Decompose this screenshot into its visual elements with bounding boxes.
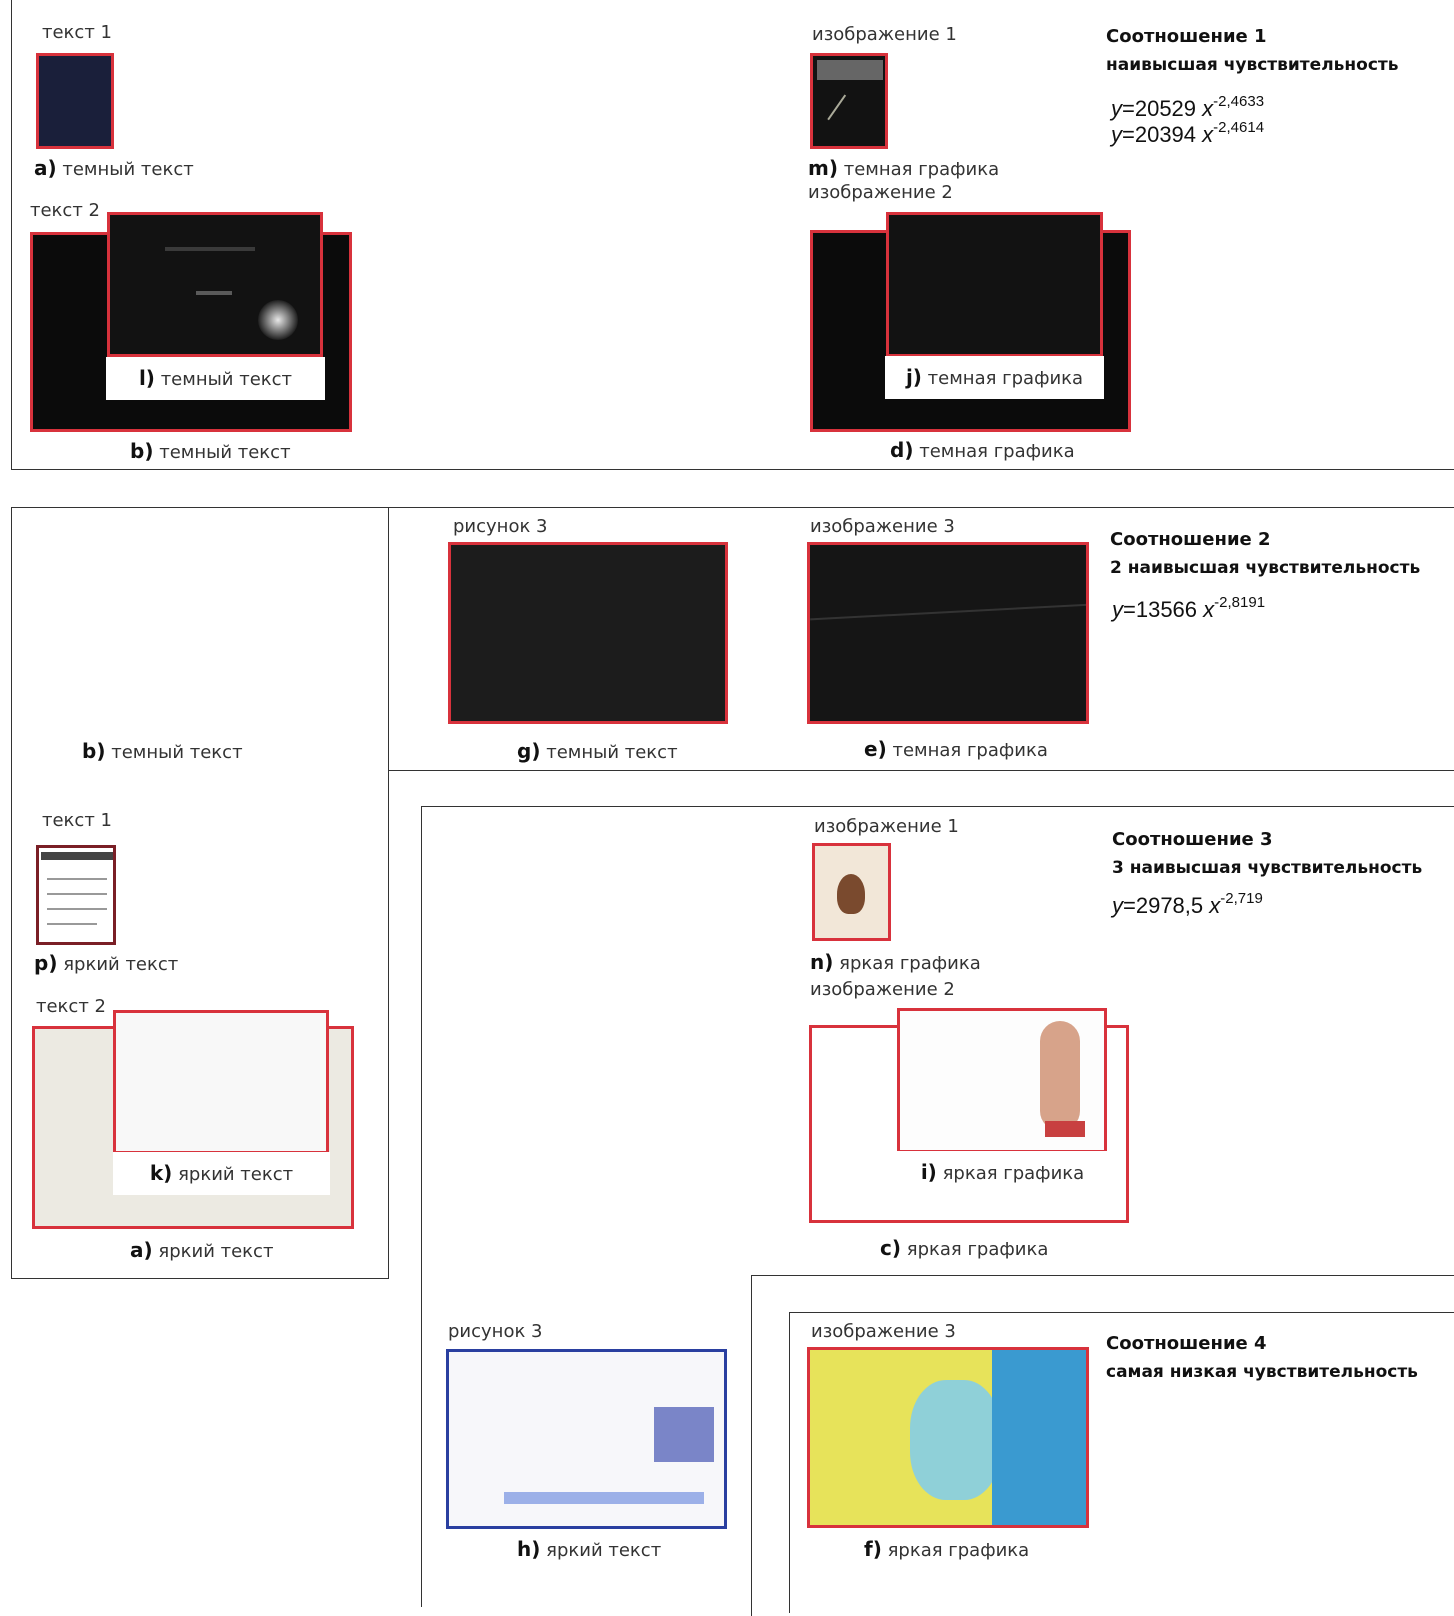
caption-e: e) темная графика xyxy=(864,737,1048,761)
caption-j: j) темная графика xyxy=(885,356,1104,399)
thumb-dark-graphic-j xyxy=(886,212,1103,357)
panel-ratio-3 xyxy=(421,806,1454,1607)
thumb-bright-graphic-i xyxy=(897,1008,1107,1153)
caption-c: c) яркая графика xyxy=(880,1236,1049,1260)
panel-divider-3 xyxy=(388,770,1454,771)
panel-ratio-2-left xyxy=(11,507,389,1279)
thumb-dark-graphic-e xyxy=(807,542,1089,724)
thumb-bright-text-k xyxy=(113,1010,329,1154)
figure-shape xyxy=(1040,1021,1080,1131)
ratio-1-subtitle: наивысшая чувствительность xyxy=(1106,55,1399,75)
caption-f: f) яркая графика xyxy=(864,1537,1030,1561)
thumb-header xyxy=(41,852,113,860)
ratio-4-title: Соотношение 4 xyxy=(1106,1333,1267,1354)
glow-dot xyxy=(258,300,298,340)
streak xyxy=(810,603,1086,621)
label-image3: изображение 3 xyxy=(810,516,955,537)
thumb-bright-graphic-n xyxy=(812,843,891,941)
thumb-bright-text-h xyxy=(446,1349,727,1529)
label-figure3: рисунок 3 xyxy=(453,516,548,537)
text-line xyxy=(47,908,107,910)
map-water xyxy=(910,1380,1000,1500)
map-bar xyxy=(504,1492,704,1504)
label-text2: текст 2 xyxy=(30,200,100,221)
map-panel xyxy=(654,1407,714,1462)
thumb-dark-text-l xyxy=(107,212,323,357)
caption-n: n) яркая графика xyxy=(810,950,981,974)
label-image1: изображение 1 xyxy=(812,24,957,45)
figure-shape xyxy=(827,94,871,138)
caption-b2: b) темный текст xyxy=(82,739,243,763)
equation-1a: y=20529 x-2,4633 xyxy=(1111,93,1265,121)
panel-ratio-4 xyxy=(789,1312,1454,1613)
caption-p: p) яркий текст xyxy=(34,951,179,975)
equation-3: y=2978,5 x-2,719 xyxy=(1112,890,1263,918)
caption-l: l) темный текст xyxy=(106,357,325,400)
equation-2: y=13566 x-2,8191 xyxy=(1112,594,1266,622)
ratio-3-title: Соотношение 3 xyxy=(1112,829,1273,850)
control-panel xyxy=(992,1350,1086,1525)
thumb-bright-text-p xyxy=(36,845,116,945)
label-text1: текст 1 xyxy=(42,22,112,43)
ratio-1-title: Соотношение 1 xyxy=(1106,26,1267,47)
figure-shape xyxy=(1045,1121,1085,1137)
text-line xyxy=(196,291,232,295)
thumb-bright-graphic-f xyxy=(807,1347,1089,1528)
text-line xyxy=(47,893,107,895)
caption-g: g) темный текст xyxy=(517,739,678,763)
thumb-dark-text-g xyxy=(448,542,728,724)
label-image2-bright: изображение 2 xyxy=(810,979,955,1000)
panel-ratio-4-outer xyxy=(751,1275,1454,1616)
text-line xyxy=(47,878,107,880)
ratio-2-subtitle: 2 наивысшая чувствительность xyxy=(1110,558,1421,578)
text-line xyxy=(165,247,255,251)
caption-i: i) яркая графика xyxy=(897,1151,1108,1194)
ratio-2-title: Соотношение 2 xyxy=(1110,529,1271,550)
label-text1-bright: текст 1 xyxy=(42,810,112,831)
panel-ratio-2 xyxy=(11,507,1454,508)
caption-k: k) яркий текст xyxy=(113,1152,330,1195)
label-image2: изображение 2 xyxy=(808,182,953,203)
ratio-4-subtitle: самая низкая чувствительность xyxy=(1106,1362,1418,1382)
label-image1-bright: изображение 1 xyxy=(814,816,959,837)
label-text2-bright: текст 2 xyxy=(36,996,106,1017)
caption-a: a) темный текст xyxy=(34,156,194,180)
label-image3-bright: изображение 3 xyxy=(811,1321,956,1342)
text-line xyxy=(47,923,97,925)
caption-h: h) яркий текст xyxy=(517,1537,662,1561)
thumb-header xyxy=(817,60,883,80)
thumb-dark-text-a xyxy=(36,53,114,149)
ratio-3-subtitle: 3 наивысшая чувствительность xyxy=(1112,858,1423,878)
caption-b: b) темный текст xyxy=(130,439,291,463)
caption-d: d) темная графика xyxy=(890,438,1075,462)
caption-m: m) темная графика xyxy=(808,156,1000,180)
portrait-shape xyxy=(837,874,865,914)
thumb-dark-graphic-m xyxy=(810,53,888,149)
label-figure3-bright: рисунок 3 xyxy=(448,1321,543,1342)
caption-a-bright: a) яркий текст xyxy=(130,1238,274,1262)
panel-ratio-1 xyxy=(11,0,1454,470)
equation-1b: y=20394 x-2,4614 xyxy=(1111,119,1265,147)
